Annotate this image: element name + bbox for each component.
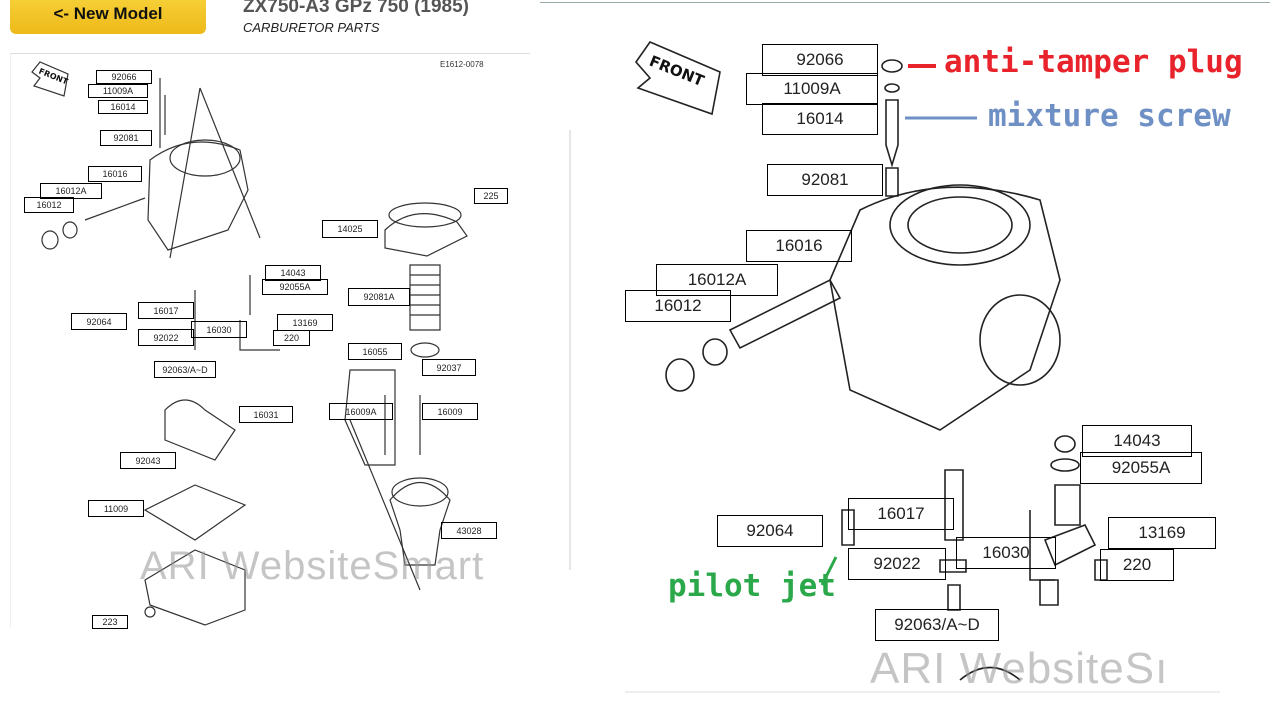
zoom-part-label[interactable]: 92081	[767, 164, 883, 196]
mixture-screw-annotation: mixture screw	[988, 98, 1231, 134]
part-label[interactable]: 92066	[96, 70, 152, 84]
part-label[interactable]: 16009A	[329, 403, 393, 420]
part-label[interactable]: 223	[92, 615, 128, 629]
part-label[interactable]: 225	[474, 188, 508, 204]
zoom-part-label[interactable]: 92063/A~D	[875, 609, 999, 641]
part-label[interactable]: 16030	[191, 321, 247, 338]
part-label[interactable]: 14043	[265, 265, 321, 281]
front-arrow-icon	[31, 61, 69, 97]
part-label[interactable]: 220	[273, 330, 310, 346]
new-model-button[interactable]: <- New Model	[10, 0, 206, 34]
pilot-jet-annotation: pilot jet	[668, 568, 836, 604]
zoom-part-label[interactable]: 14043	[1082, 425, 1192, 457]
part-label[interactable]: 43028	[441, 522, 497, 539]
watermark: ARI WebsiteSmart	[140, 544, 485, 588]
zoom-part-label[interactable]: 16016	[746, 230, 852, 262]
zoom-part-label[interactable]: 92022	[848, 548, 946, 580]
zoom-part-label[interactable]: 92066	[762, 44, 878, 76]
front-arrow-large-icon	[634, 41, 721, 116]
zoom-part-label[interactable]: 92055A	[1080, 452, 1202, 484]
zoom-part-label[interactable]: 16030	[956, 537, 1056, 569]
part-label[interactable]: 92081A	[348, 288, 410, 306]
part-label[interactable]: 16012	[24, 197, 74, 213]
part-label[interactable]: 92063/A~D	[154, 361, 216, 378]
zoom-part-label[interactable]: 16012A	[656, 264, 778, 296]
part-label[interactable]: 16031	[239, 406, 293, 423]
part-label[interactable]: 16009	[422, 403, 478, 420]
divider	[540, 2, 1270, 3]
part-label[interactable]: 16014	[98, 100, 148, 114]
zoom-part-label[interactable]: 11009A	[746, 73, 878, 105]
part-label[interactable]: 13169	[277, 314, 333, 331]
part-label[interactable]: 92022	[138, 329, 194, 346]
zoom-part-label[interactable]: 16017	[848, 498, 954, 530]
zoom-part-label[interactable]: 13169	[1108, 517, 1216, 549]
zoom-part-label[interactable]: 220	[1100, 549, 1174, 581]
zoom-part-label[interactable]: 16012	[625, 290, 731, 322]
page-title: ZX750-A3 GPz 750 (1985)	[243, 0, 470, 17]
part-label[interactable]: 11009	[88, 500, 144, 517]
part-label[interactable]: 11009A	[88, 84, 148, 98]
parts-diagram-panel	[10, 53, 530, 628]
page-subtitle: CARBURETOR PARTS	[243, 20, 380, 35]
part-label[interactable]: 92081	[100, 130, 152, 146]
part-label[interactable]: 92037	[422, 359, 476, 376]
zoom-watermark: ARI WebsiteSı	[870, 646, 1169, 692]
zoom-part-label[interactable]: 92064	[717, 515, 823, 547]
part-label[interactable]: 14025	[322, 220, 378, 238]
part-label[interactable]: 16055	[348, 343, 402, 360]
pilot-pointer	[820, 556, 838, 586]
anti-tamper-annotation: anti-tamper plug	[944, 44, 1243, 80]
part-label[interactable]: 92064	[71, 313, 127, 330]
part-label[interactable]: 16016	[88, 166, 142, 182]
part-label[interactable]: 92043	[120, 452, 176, 469]
diagram-code: E1612-0078	[440, 60, 484, 69]
zoom-part-label[interactable]: 16014	[762, 103, 878, 135]
part-label[interactable]: 16012A	[40, 183, 102, 199]
part-label[interactable]: 92055A	[262, 279, 328, 295]
part-label[interactable]: 16017	[138, 302, 194, 319]
